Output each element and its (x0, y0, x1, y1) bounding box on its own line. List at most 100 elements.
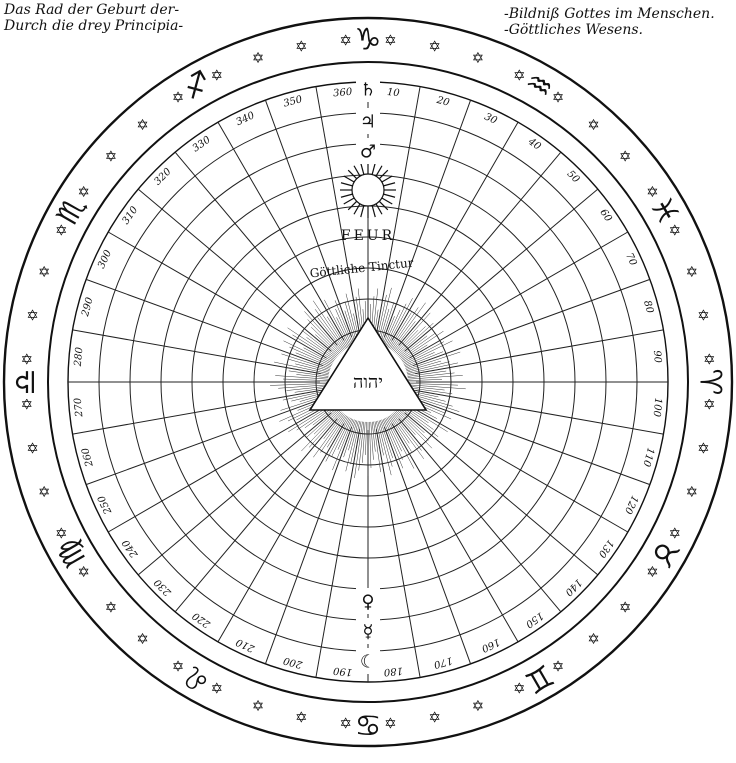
sun-ray (383, 183, 395, 186)
star-icon: ✡ (384, 32, 397, 50)
star-icon: ✡ (619, 598, 632, 616)
degree-label: 60 (597, 207, 614, 224)
degree-label: 10 (386, 87, 400, 99)
degree-label: 90 (651, 350, 663, 364)
mercury-icon: ☿ (362, 622, 373, 643)
feur-label: FEUR (341, 228, 395, 244)
spoke (316, 87, 360, 335)
star-icon: ✡ (252, 697, 265, 715)
degree-label: 260 (80, 446, 96, 469)
sun-ray (344, 176, 354, 182)
spoke (86, 398, 323, 484)
saturn-icon: ♄ (360, 80, 376, 101)
sun-ray (382, 176, 392, 182)
libra-icon: ♎ (9, 369, 44, 396)
spoke (376, 429, 420, 677)
sun-ray (376, 166, 382, 176)
star-icon: ✡ (339, 32, 352, 50)
star-icon: ✡ (428, 708, 441, 726)
degree-label: 70 (623, 251, 639, 268)
degree-label: 230 (152, 576, 174, 598)
sun-ray (361, 205, 364, 217)
capricorn-icon: ♑ (355, 23, 382, 58)
degree-label: 100 (651, 397, 664, 418)
degree-label: 20 (435, 95, 452, 109)
star-icon: ✡ (619, 148, 632, 166)
degree-label: 190 (332, 665, 353, 678)
sun-ray (379, 201, 387, 209)
degree-label: 140 (562, 576, 584, 598)
sun-ray (382, 198, 392, 204)
tetragrammaton: יהוה (353, 372, 383, 393)
venus-icon: ♀ (361, 592, 374, 613)
star-icon: ✡ (472, 49, 485, 67)
star-icon: ✡ (136, 630, 149, 648)
cancer-icon: ♋ (355, 707, 382, 742)
star-icon: ✡ (472, 697, 485, 715)
moon-icon: ☾ (360, 652, 376, 673)
star-icon: ✡ (587, 630, 600, 648)
star-icon: ✡ (295, 708, 308, 726)
degree-label: 280 (73, 346, 86, 368)
degree-label: 300 (96, 248, 114, 271)
sun-ray (379, 170, 387, 178)
spoke (384, 427, 470, 664)
sun-ray (361, 163, 364, 175)
sun-ray (348, 170, 356, 178)
star-icon: ✡ (384, 714, 397, 732)
degree-label: 160 (479, 636, 502, 654)
sun-ray (341, 183, 353, 186)
spoke (399, 152, 561, 345)
tinctur-label: Göttliche Tinctur (309, 256, 414, 281)
aries-icon: ♈ (693, 369, 728, 396)
degree-label: 320 (152, 166, 174, 188)
sun-ray (376, 204, 382, 214)
spoke (376, 87, 420, 335)
sun-ray (344, 198, 354, 204)
spoke (175, 419, 337, 612)
star-icon: ✡ (26, 306, 39, 324)
star-icon: ✡ (697, 306, 710, 324)
degree-label: 340 (234, 110, 257, 128)
jupiter-icon: ♃ (360, 112, 376, 133)
sun-ray (372, 163, 375, 175)
star-icon: ✡ (339, 714, 352, 732)
sun-ray (383, 194, 395, 197)
star-icon: ✡ (587, 116, 600, 134)
degree-label: 80 (641, 299, 655, 315)
star-icon: ✡ (428, 38, 441, 56)
degree-label: 50 (565, 169, 582, 186)
star-icon: ✡ (686, 263, 699, 281)
star-icon: ✡ (38, 263, 51, 281)
spoke (175, 152, 337, 345)
spoke (316, 429, 360, 677)
degree-label: 200 (282, 654, 305, 670)
star-icon: ✡ (105, 598, 118, 616)
star-icon: ✡ (252, 49, 265, 67)
mars-icon: ♂ (360, 142, 376, 163)
spoke (415, 330, 663, 374)
degree-label: 30 (482, 111, 499, 127)
sun-ray (341, 194, 353, 197)
degree-label: 120 (622, 494, 640, 517)
degree-label: 350 (282, 94, 304, 110)
star-icon: ✡ (295, 38, 308, 56)
degree-label: 110 (640, 446, 656, 468)
sun-burst (352, 174, 384, 206)
degree-label: 40 (525, 136, 543, 153)
sun-ray (354, 204, 360, 214)
star-icon: ✡ (136, 116, 149, 134)
star-icon: ✡ (686, 483, 699, 501)
star-icon: ✡ (26, 440, 39, 458)
degree-label: 170 (432, 654, 454, 670)
sun-ray (354, 166, 360, 176)
star-icon: ✡ (38, 483, 51, 501)
spoke (86, 279, 323, 365)
spoke (399, 419, 561, 612)
star-icon: ✡ (105, 148, 118, 166)
sun-ray (372, 205, 375, 217)
degree-label: 290 (80, 296, 96, 319)
sun-ray (348, 201, 356, 209)
degree-label: 180 (383, 665, 404, 678)
